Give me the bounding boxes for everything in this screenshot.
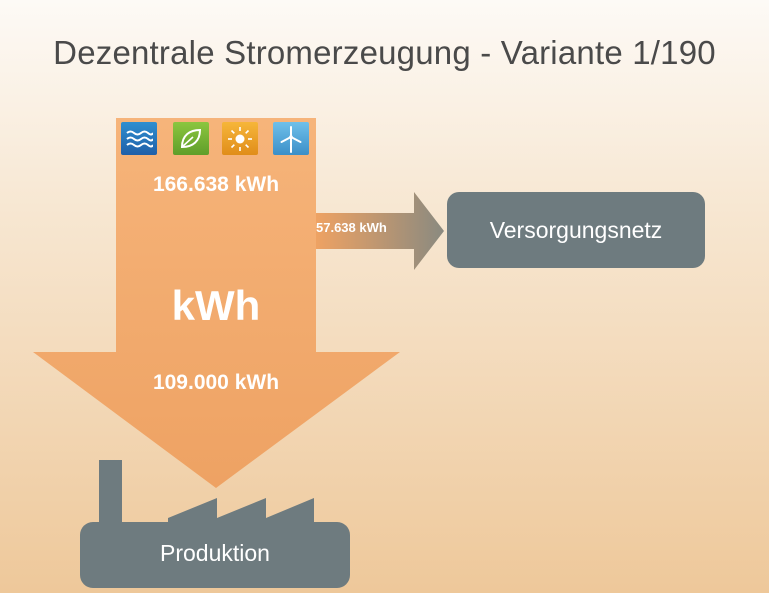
grid-feed-in-value: 57.638 kWh xyxy=(316,220,387,235)
main-flow-arrow xyxy=(33,118,400,488)
wind-turbine-icon xyxy=(273,122,309,155)
factory-building xyxy=(80,460,350,588)
grid-label: Versorgungsnetz xyxy=(489,217,663,243)
total-production-value: 166.638 kWh xyxy=(152,173,280,196)
self-consumption-value: 109.000 kWh xyxy=(152,371,280,394)
unit-label: kWh xyxy=(171,282,261,329)
production-label: Produktion xyxy=(160,540,270,566)
sun-icon xyxy=(222,122,258,155)
water-icon xyxy=(121,122,157,155)
grid-flow-arrow xyxy=(316,192,444,270)
leaf-icon xyxy=(173,122,209,155)
factory-body xyxy=(80,522,350,588)
page-title: Dezentrale Stromerzeugung - Variante 1/1… xyxy=(53,34,716,71)
grid-box xyxy=(447,192,705,268)
factory-chimney xyxy=(99,460,122,530)
